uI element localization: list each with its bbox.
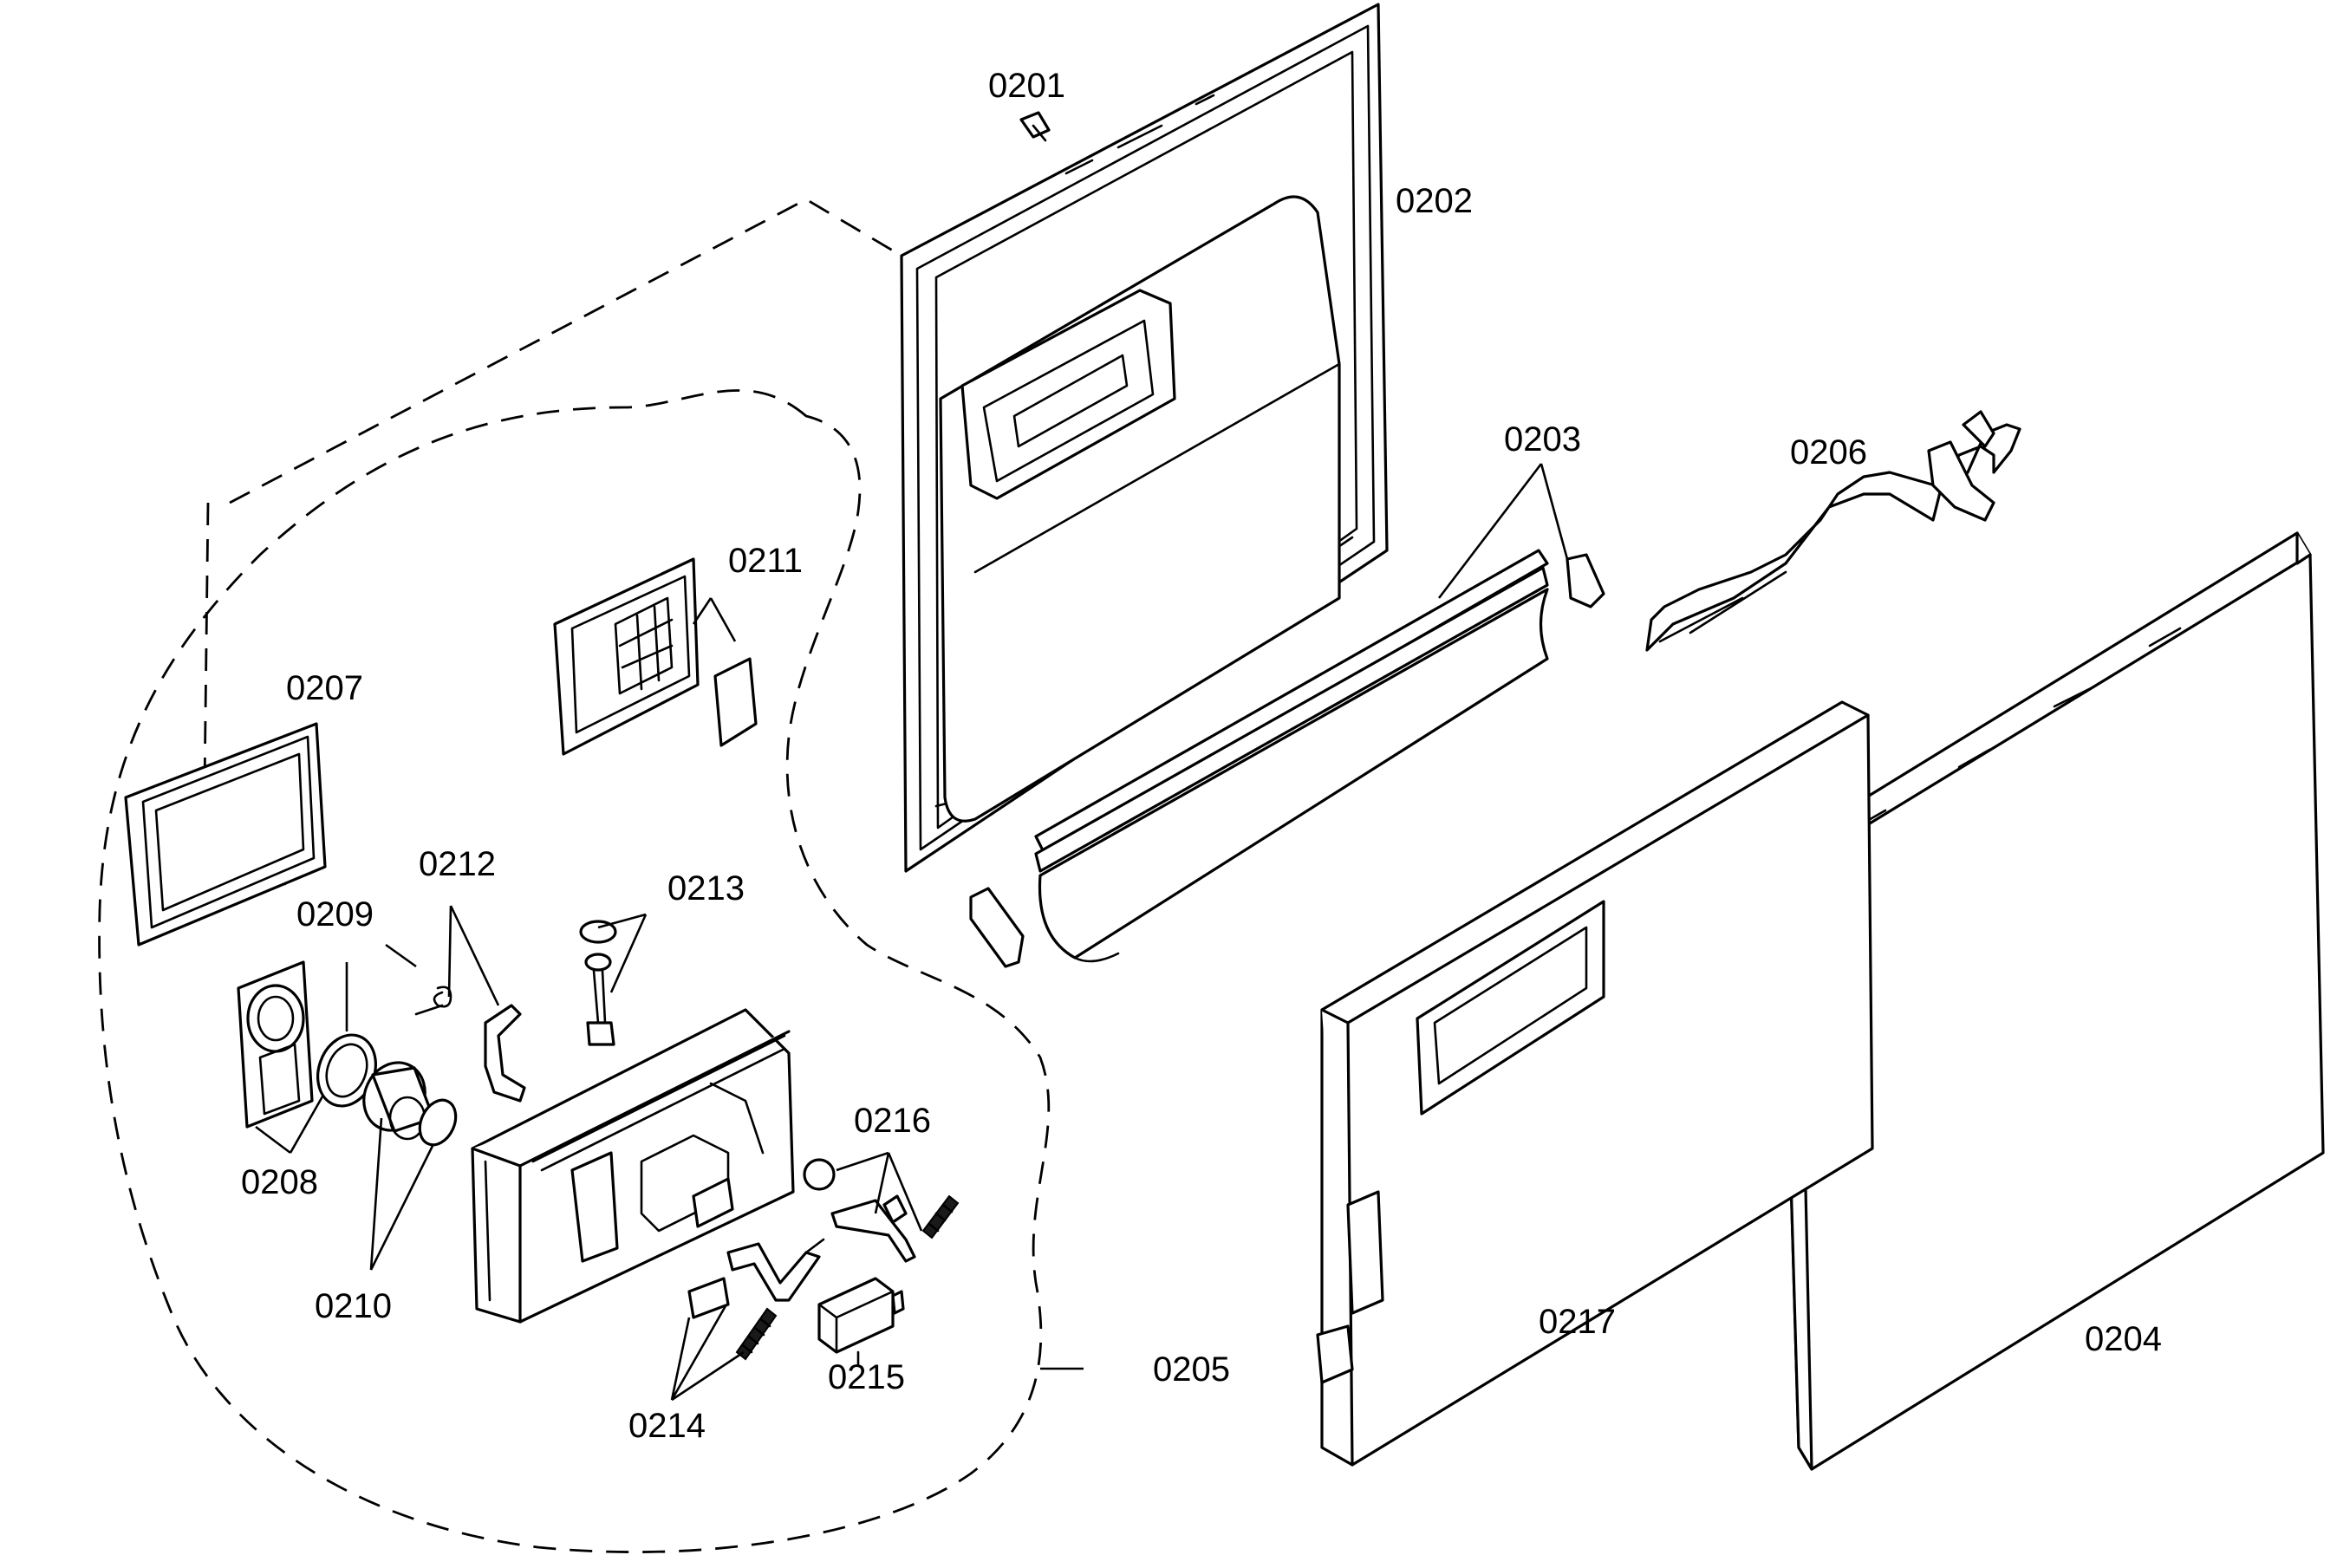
callout-0215: 0215	[828, 1358, 905, 1396]
dispenser-body-0205	[471, 1008, 795, 1324]
leader-lines	[255, 463, 1569, 1402]
dispenser-lid-0211	[553, 557, 758, 756]
callout-0205: 0205	[1153, 1350, 1230, 1389]
callout-0209: 0209	[296, 895, 374, 934]
callout-0217: 0217	[1539, 1303, 1616, 1341]
callout-0212: 0212	[419, 845, 496, 883]
callout-labels: 0201 0202 0203 0206 0211 0207 0212 0213 …	[241, 67, 2162, 1445]
callout-0201: 0201	[988, 67, 1065, 105]
callout-0210: 0210	[315, 1287, 392, 1325]
spring-lever-0212	[414, 986, 526, 1103]
bottom-trim-strip-0203	[969, 549, 1605, 968]
callout-0202: 0202	[1396, 182, 1473, 220]
dispenser-housing-0208	[237, 960, 314, 1129]
callout-0211: 0211	[728, 542, 803, 580]
spring-0216	[921, 1194, 960, 1239]
inner-door-panel-0202	[900, 3, 1389, 873]
float-pin-0213	[579, 920, 617, 1046]
rinse-cap-0210	[362, 1061, 458, 1147]
ball-lever-0216	[803, 1158, 960, 1263]
callout-0207: 0207	[286, 669, 363, 707]
screw-0201	[1019, 111, 1051, 142]
seal-frame-0207	[124, 722, 327, 947]
spring-0214	[735, 1307, 778, 1361]
callout-0216: 0216	[854, 1102, 931, 1140]
callout-0203: 0203	[1504, 420, 1581, 459]
callout-0214: 0214	[628, 1407, 706, 1445]
callout-0206: 0206	[1790, 433, 1867, 472]
lever-set-0214	[687, 1238, 825, 1361]
hinge-bracket-0206	[1645, 410, 2021, 652]
switch-0215	[817, 1277, 905, 1367]
callout-0213: 0213	[667, 869, 745, 908]
callout-0208: 0208	[241, 1163, 318, 1201]
callout-0204: 0204	[2085, 1320, 2162, 1358]
decor-panel-0217	[1316, 700, 1874, 1467]
